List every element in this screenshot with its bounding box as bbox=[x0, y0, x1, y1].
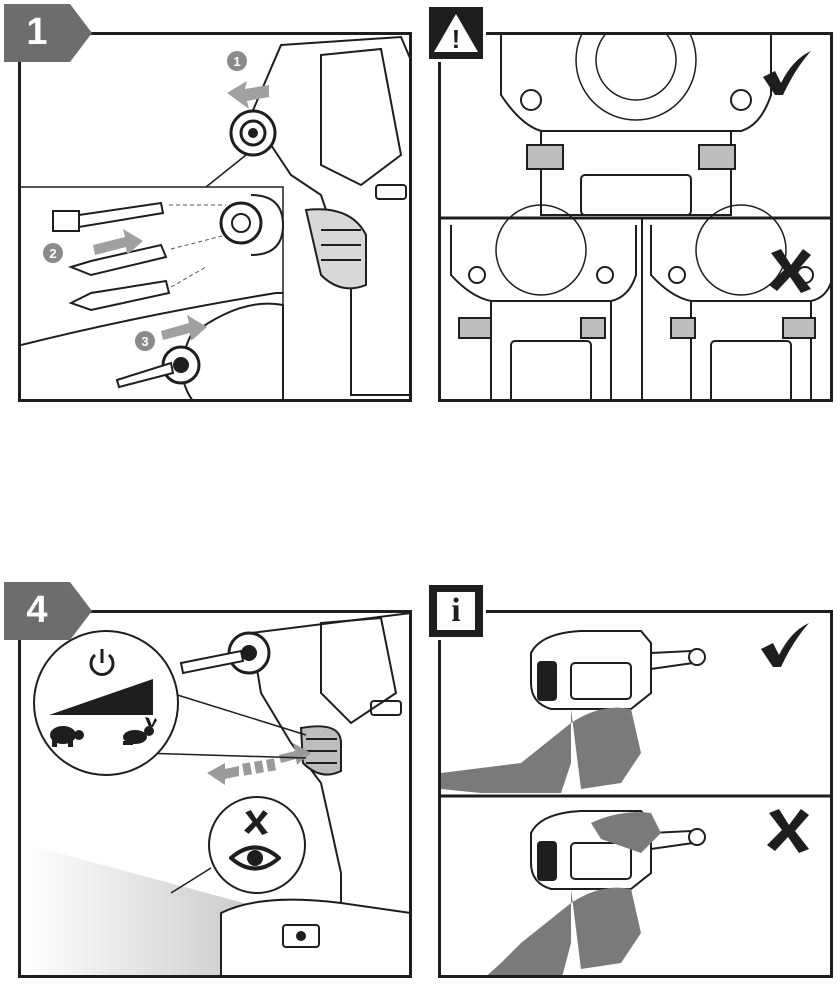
panel-info-grip bbox=[438, 610, 833, 978]
step-badge-4: 4 bbox=[4, 582, 94, 640]
turtle-icon bbox=[50, 726, 84, 747]
panel-step-1: 1 2 3 bbox=[18, 32, 412, 402]
checkmark-icon bbox=[763, 51, 811, 95]
cross-icon bbox=[767, 809, 809, 853]
step-badge-shape bbox=[4, 582, 92, 640]
cross-icon bbox=[769, 249, 811, 293]
panel-warning-clip bbox=[438, 32, 833, 402]
power-icon bbox=[89, 649, 115, 676]
step-number: 4 bbox=[26, 588, 48, 631]
info-symbol: i bbox=[451, 592, 461, 629]
callout-2: 2 bbox=[43, 243, 63, 263]
bit-insertion-illustration bbox=[21, 35, 409, 399]
speed-trigger-illustration bbox=[21, 613, 409, 975]
warning-icon bbox=[426, 4, 486, 62]
warning-badge: ! bbox=[426, 4, 486, 62]
step-badge-shape bbox=[4, 4, 92, 62]
checkmark-icon bbox=[761, 623, 809, 667]
panel-step-4 bbox=[18, 610, 412, 978]
battery-clip-illustration bbox=[441, 35, 830, 399]
step-number: 1 bbox=[26, 10, 48, 53]
callout-1: 1 bbox=[227, 51, 247, 71]
cross-icon-small bbox=[244, 810, 268, 835]
drill-grip-illustration bbox=[441, 630, 830, 975]
callout-3: 3 bbox=[135, 331, 155, 351]
step-badge-1: 1 bbox=[4, 4, 94, 62]
warning-symbol: ! bbox=[451, 24, 461, 54]
rabbit-icon bbox=[123, 717, 157, 745]
eye-icon bbox=[229, 845, 281, 871]
info-badge: i bbox=[426, 582, 486, 640]
info-icon bbox=[426, 582, 486, 640]
